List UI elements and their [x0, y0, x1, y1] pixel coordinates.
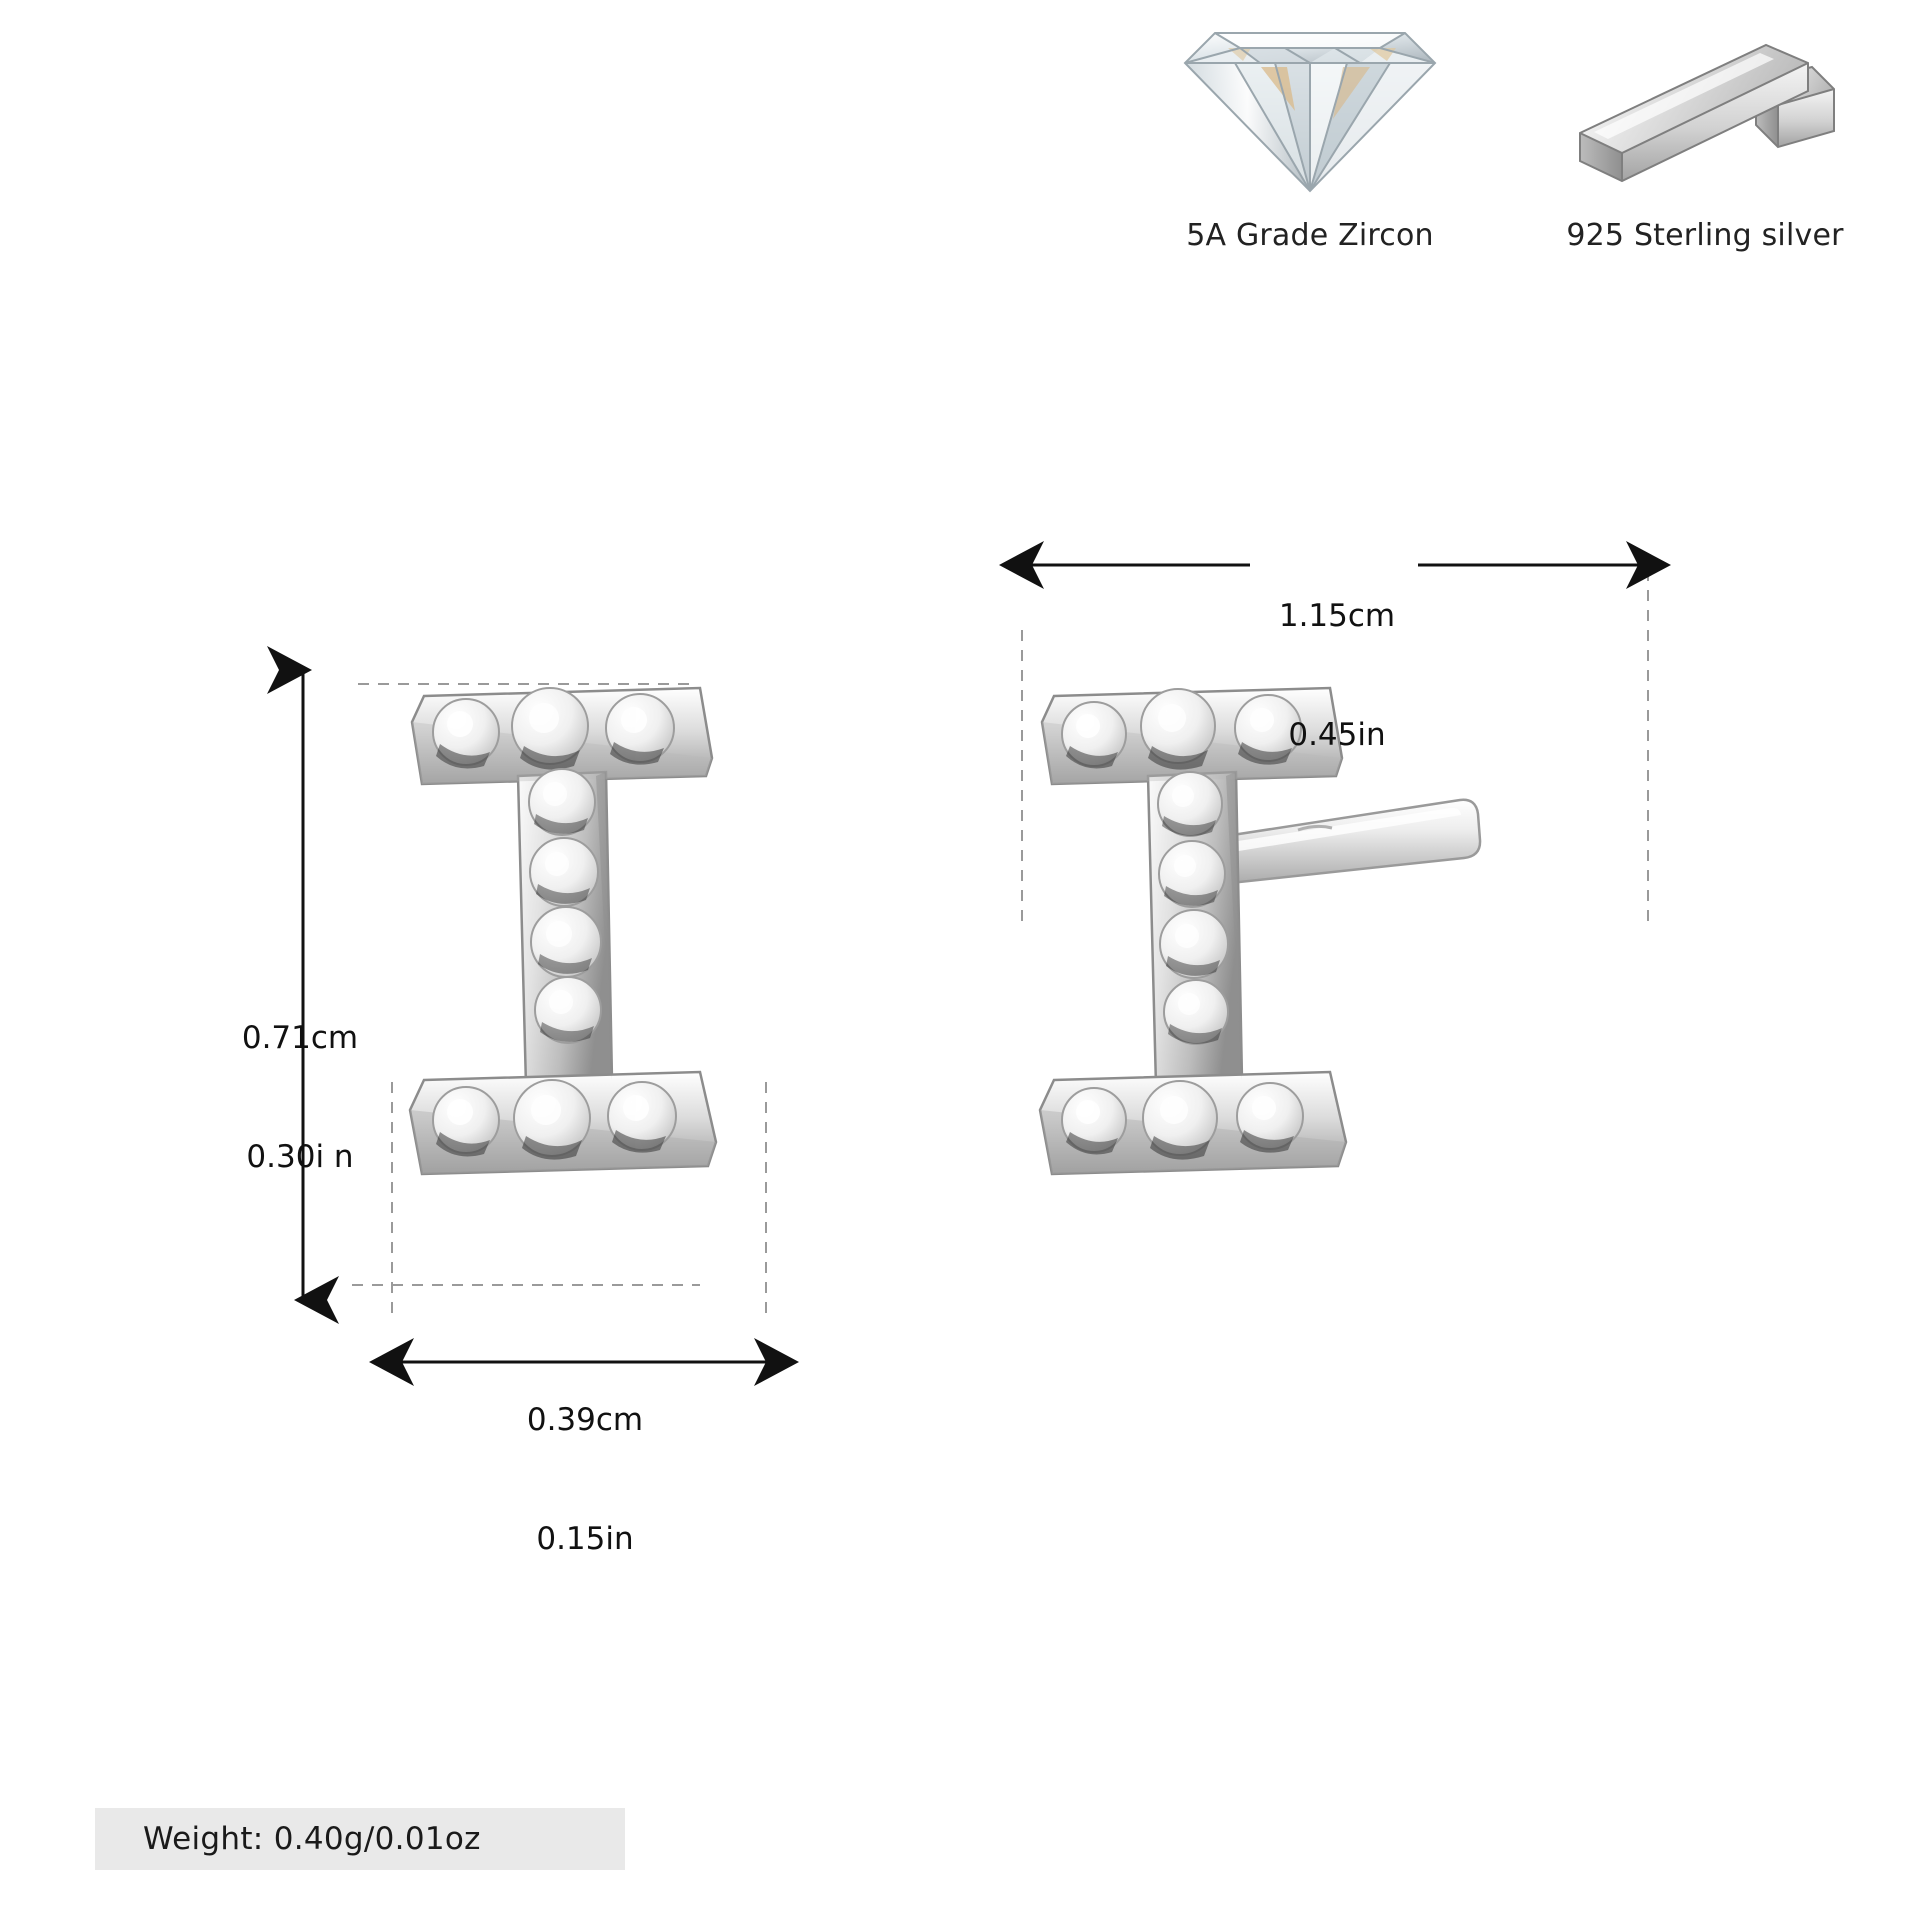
weight-badge: Weight: 0.40g/0.01oz [95, 1808, 625, 1870]
height-dimension-label: 0.71cm 0.30i n [170, 940, 430, 1257]
height-in: 0.30i n [246, 1139, 354, 1176]
silver-bar-icon [1500, 10, 1910, 210]
length-dimension-label: 1.15cm 0.45in [1222, 518, 1452, 835]
length-cm: 1.15cm [1278, 598, 1396, 635]
badge-silver-label: 925 Sterling silver [1566, 218, 1844, 253]
earring-front-view [400, 680, 780, 1300]
badge-zircon-label: 5A Grade Zircon [1186, 218, 1434, 253]
badge-zircon: 5A Grade Zircon [1120, 10, 1500, 253]
width-cm: 0.39cm [526, 1402, 644, 1439]
weight-label: Weight: 0.40g/0.01oz [143, 1821, 481, 1857]
width-dimension-label: 0.39cm 0.15in [470, 1322, 700, 1639]
diamond-icon [1120, 10, 1500, 210]
earring-side-view [1030, 680, 1650, 1300]
width-in: 0.15in [536, 1521, 634, 1558]
badge-silver: 925 Sterling silver [1500, 10, 1910, 253]
length-in: 0.45in [1288, 717, 1386, 754]
material-badges: 5A Grade Zircon [1120, 10, 1910, 280]
height-cm: 0.71cm [241, 1020, 359, 1057]
